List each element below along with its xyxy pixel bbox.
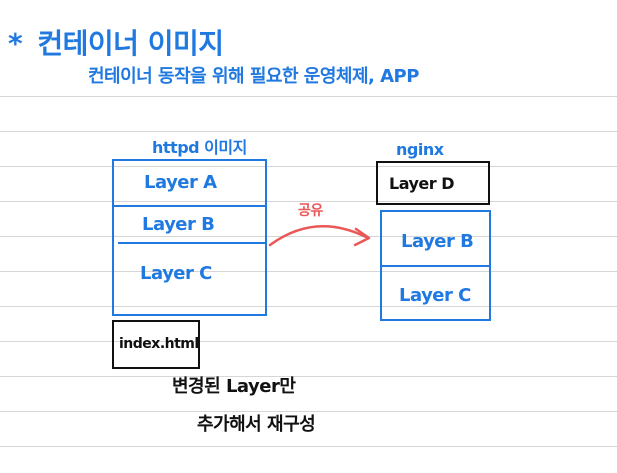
share-label: 공유 bbox=[298, 203, 323, 219]
ruled-line bbox=[0, 201, 617, 202]
right-layer-divider bbox=[380, 265, 491, 267]
subtitle: 컨테이너 동작을 위해 필요한 운영체제, APP bbox=[88, 66, 419, 87]
right-layer-b-label: Layer B bbox=[401, 231, 474, 252]
ruled-line bbox=[0, 166, 617, 167]
note-line-1: 변경된 Layer만 bbox=[172, 376, 296, 397]
left-layer-b-label: Layer B bbox=[142, 214, 215, 235]
left-image-label: httpd 이미지 bbox=[152, 138, 247, 157]
right-layer-c-label: Layer C bbox=[399, 285, 471, 306]
ruled-line bbox=[0, 411, 617, 412]
ruled-line bbox=[0, 341, 617, 342]
page-title: * 컨테이너 이미지 bbox=[8, 22, 224, 62]
file-box bbox=[112, 320, 200, 369]
left-layer-a-label: Layer A bbox=[144, 172, 217, 193]
left-layer-divider bbox=[112, 205, 267, 207]
left-image-box bbox=[112, 159, 267, 316]
file-label: index.html bbox=[119, 336, 199, 352]
share-arrow-head bbox=[353, 227, 371, 247]
ruled-line bbox=[0, 131, 617, 132]
ruled-line bbox=[0, 96, 617, 97]
right-image-label: nginx bbox=[396, 140, 444, 159]
ruled-line bbox=[0, 271, 617, 272]
ruled-line bbox=[0, 446, 617, 447]
note-line-2: 추가해서 재구성 bbox=[197, 414, 316, 435]
left-layer-c-label: Layer C bbox=[140, 263, 212, 284]
ruled-line bbox=[0, 236, 617, 237]
right-layer-d-label: Layer D bbox=[389, 174, 455, 193]
title-bullet: * bbox=[8, 27, 23, 60]
ruled-line bbox=[0, 376, 617, 377]
right-top-layer-box bbox=[376, 161, 490, 205]
title-text: 컨테이너 이미지 bbox=[37, 27, 224, 60]
ruled-line bbox=[0, 306, 617, 307]
left-layer-divider bbox=[118, 242, 267, 244]
